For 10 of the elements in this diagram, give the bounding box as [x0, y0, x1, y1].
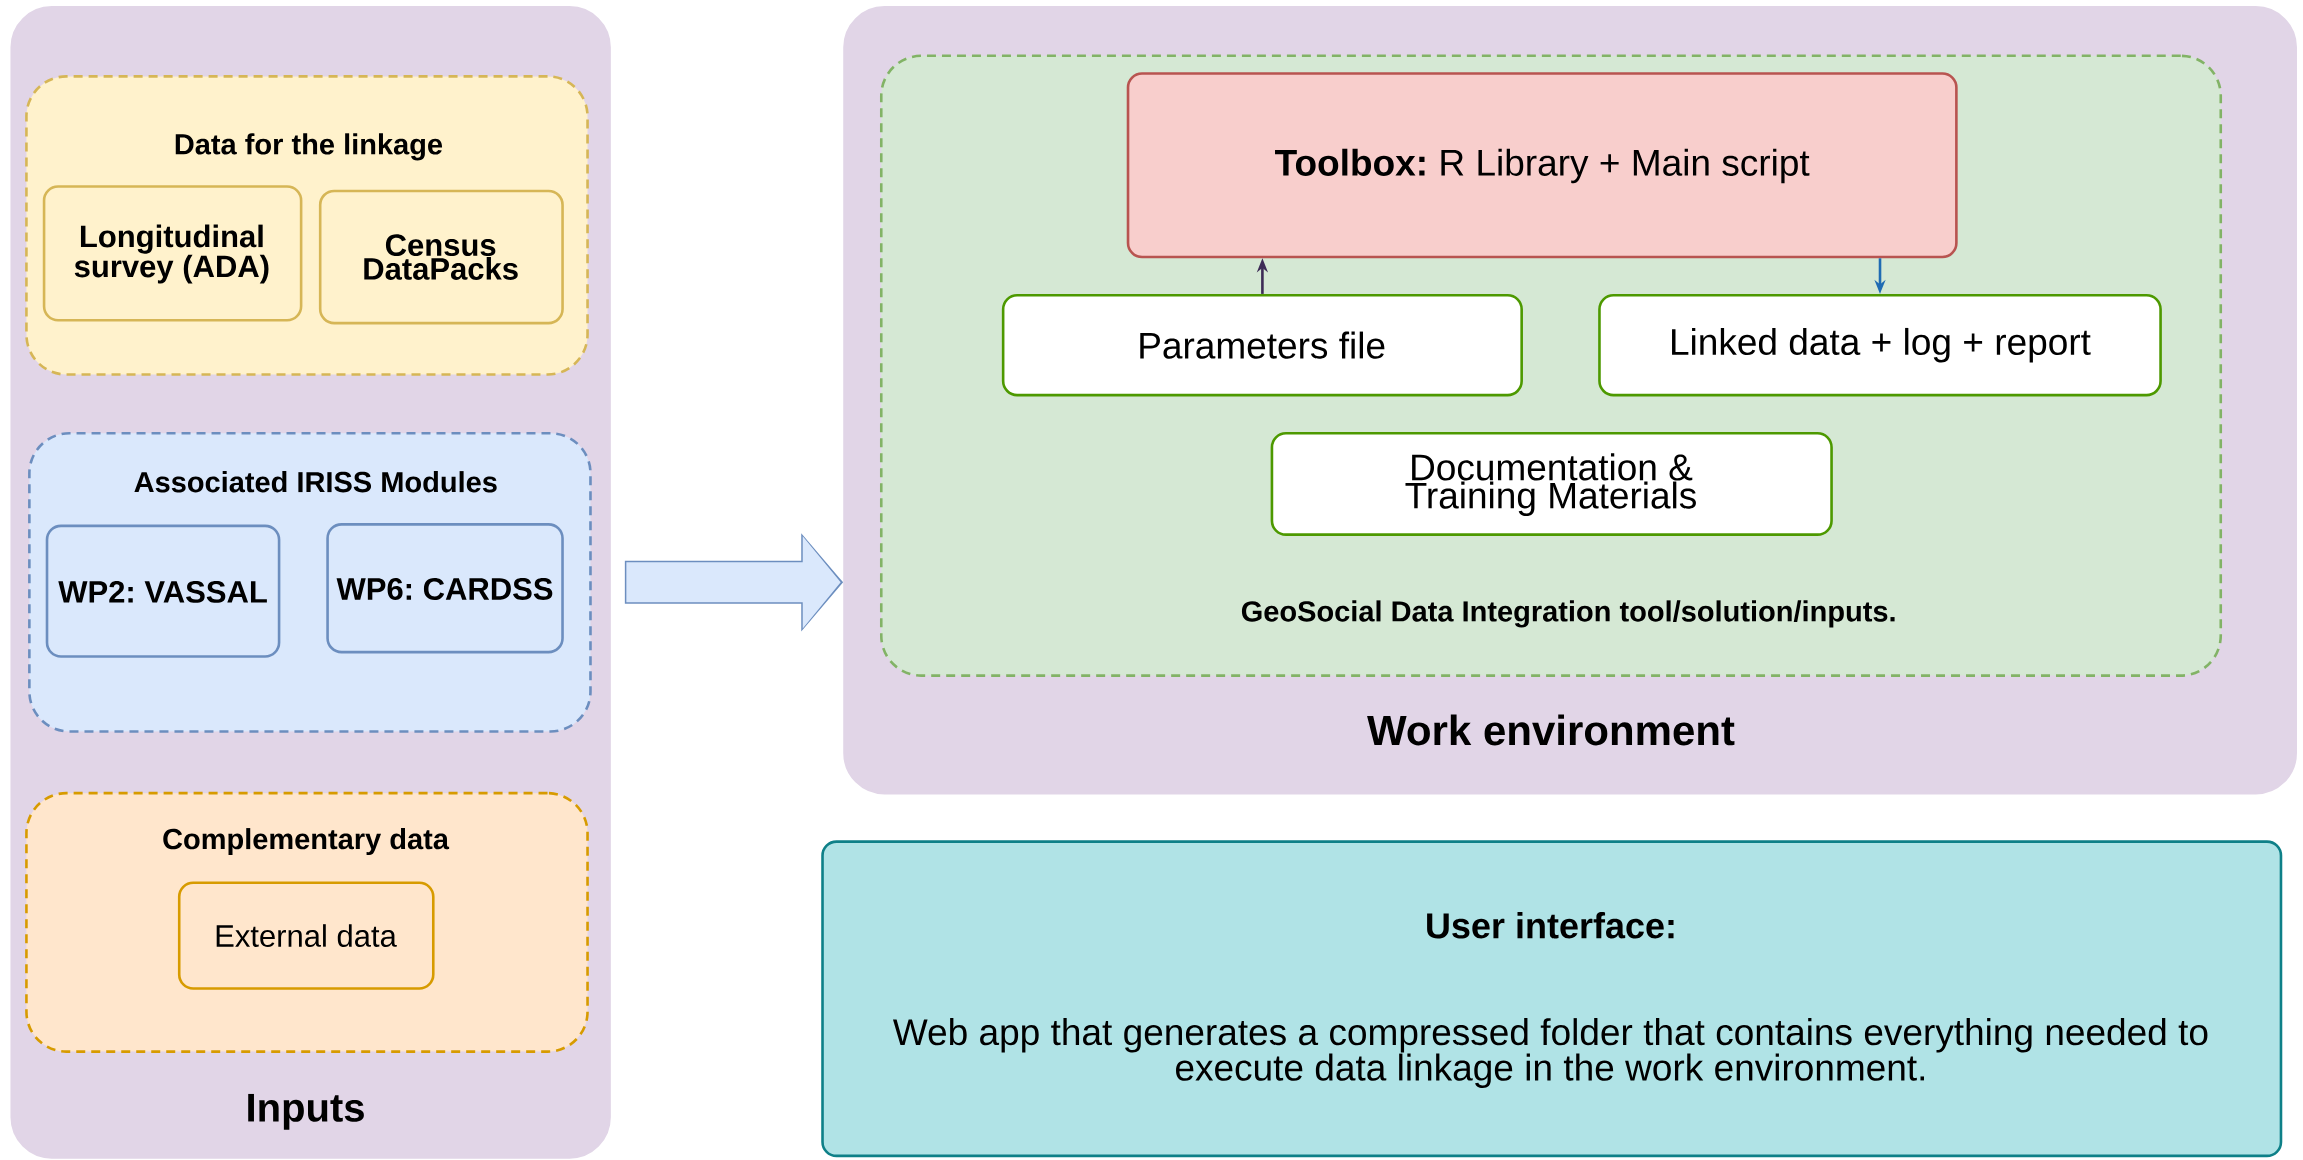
process-box: Documentation & Training Materials [1270, 431, 1833, 536]
process-box: Census DataPacks [318, 189, 564, 325]
process-box: User interface: Web app that generates a compressed folder that contains everything needed to execute data linkage in the work environment. [821, 840, 2283, 1158]
process-box: Linked data + log + report [1598, 293, 2162, 397]
process-box: External data [177, 881, 435, 990]
process-box: Parameters file [1001, 293, 1523, 397]
process-box: Toolbox: R Library + Main script [1126, 72, 1958, 259]
process-box: WP2: VASSAL [45, 524, 281, 658]
process-box: Longitudinal survey (ADA) [42, 185, 303, 322]
process-box: WP6: CARDSS [326, 522, 564, 654]
